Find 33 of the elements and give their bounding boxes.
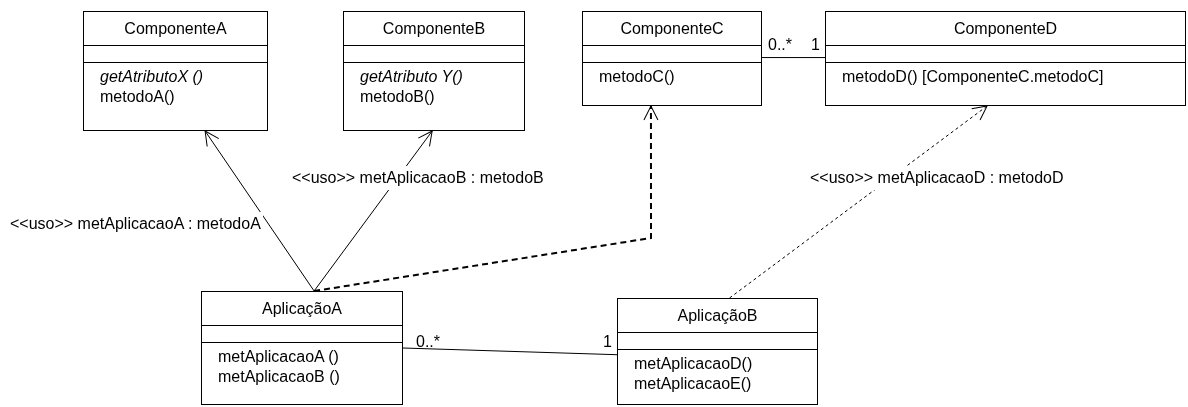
class-name: AplicaçãoB [677, 305, 758, 326]
multiplicity-label: 1 [811, 35, 820, 55]
class-box [201, 291, 403, 405]
class-box [83, 11, 268, 131]
method-text: metodoC() [599, 67, 675, 87]
class-box [617, 298, 818, 405]
class-name: ComponenteD [953, 18, 1058, 39]
method-text: metAplicacaoB () [218, 367, 340, 387]
method-text: metAplicacaoA () [218, 347, 339, 367]
class-name: ComponenteB [382, 18, 486, 39]
multiplicity-label: 0..* [768, 35, 792, 55]
association-line [761, 57, 826, 59]
method-text: getAtributo Y() [360, 67, 463, 87]
class-name: ComponenteC [620, 18, 724, 39]
class-box [343, 11, 525, 131]
class-name: ComponenteA [124, 18, 227, 39]
dependency-arrow [313, 105, 659, 292]
method-text: getAtributoX () [100, 67, 204, 87]
dependency-arrow [204, 130, 315, 292]
method-text: metAplicacaoE() [634, 374, 752, 394]
method-text: metodoA() [100, 87, 175, 107]
method-text: metodoD() [ComponenteC.metodoC] [842, 67, 1104, 87]
class-box [582, 11, 762, 106]
class-box [825, 11, 1186, 106]
edge-label: <<uso>> metAplicacaoD : metodoD [808, 166, 1066, 190]
method-text: metAplicacaoD() [634, 354, 753, 374]
association-line [402, 347, 618, 356]
dependency-arrow [729, 105, 988, 299]
class-name: AplicaçãoA [261, 298, 342, 319]
method-text: metodoB() [360, 87, 435, 107]
edge-label: <<uso>> metAplicacaoB : metodoB [290, 166, 546, 190]
multiplicity-label: 1 [603, 332, 612, 352]
multiplicity-label: 0..* [416, 332, 440, 352]
